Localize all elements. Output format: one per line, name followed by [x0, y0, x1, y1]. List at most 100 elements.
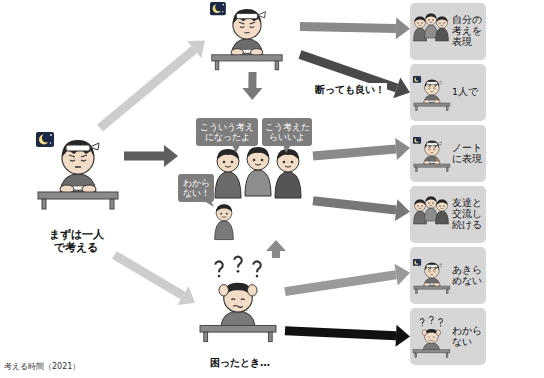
- moon: [414, 138, 419, 143]
- desk: [200, 325, 276, 332]
- mouth: [430, 205, 433, 207]
- question-mark: [439, 319, 443, 324]
- headband-knot: [90, 143, 99, 150]
- moon: [414, 260, 419, 265]
- body: [245, 170, 271, 196]
- flow-arrow: [100, 41, 205, 129]
- arrow-head: [395, 264, 410, 286]
- desk-leg: [446, 353, 448, 358]
- child-art: [215, 204, 234, 239]
- result-box: 自分の考えを表現: [410, 3, 486, 60]
- hair: [437, 200, 448, 206]
- moon-shade: [416, 77, 420, 81]
- box-text: 友達と交流し続ける: [452, 198, 483, 231]
- headband-knot: [437, 142, 441, 145]
- eye: [261, 159, 264, 162]
- speech-bubble: こういう考えになったよ: [196, 118, 258, 146]
- hair: [277, 149, 299, 160]
- eye: [291, 161, 294, 164]
- star: [419, 141, 421, 143]
- star: [419, 76, 421, 78]
- question-dot: [440, 325, 441, 326]
- body: [436, 211, 449, 224]
- hair: [216, 204, 232, 212]
- eye: [432, 19, 433, 20]
- headband: [427, 82, 438, 85]
- head: [425, 142, 439, 156]
- body: [424, 95, 440, 103]
- hair: [425, 263, 439, 271]
- body: [436, 28, 449, 41]
- eye: [283, 161, 286, 164]
- head: [437, 200, 448, 211]
- box-text: わからない: [452, 326, 483, 348]
- flow-arrow: [114, 255, 195, 305]
- eye: [253, 159, 256, 162]
- question-dot: [256, 275, 259, 278]
- headband: [427, 143, 438, 146]
- head: [425, 81, 439, 95]
- question-mark: [430, 316, 434, 321]
- hair: [233, 9, 261, 24]
- desk-leg: [215, 61, 219, 70]
- face: [428, 86, 436, 91]
- moon-shade: [42, 133, 51, 142]
- head: [437, 17, 448, 28]
- figure-label: 困ったとき…: [200, 357, 280, 369]
- head: [277, 150, 299, 172]
- arrow-shaft: [124, 151, 164, 160]
- question-dot: [422, 325, 423, 326]
- desk-leg: [446, 289, 448, 294]
- head: [415, 200, 426, 211]
- head: [233, 11, 261, 39]
- star: [419, 80, 421, 82]
- flow-arrow: [313, 199, 410, 221]
- star: [419, 263, 421, 265]
- eye: [231, 161, 234, 164]
- desk-leg: [110, 199, 114, 209]
- result-box: ノートに表現: [410, 125, 486, 182]
- arrow-shaft: [313, 201, 396, 210]
- face: [428, 337, 434, 341]
- confused-art: [413, 316, 450, 357]
- arrow-head: [242, 88, 262, 100]
- hair: [415, 200, 426, 206]
- thinker-art: [413, 137, 450, 172]
- eye: [432, 202, 433, 203]
- body: [424, 156, 440, 164]
- question-dot: [218, 275, 221, 278]
- confused-art: [200, 257, 276, 342]
- head: [62, 142, 94, 174]
- face: [69, 155, 87, 167]
- hair: [415, 17, 426, 23]
- hair: [426, 14, 437, 20]
- result-box: 友達と交流し続ける: [410, 186, 486, 243]
- desk-leg: [42, 199, 46, 209]
- desk-leg: [204, 332, 208, 342]
- box-text: 自分の考えを表現: [452, 15, 483, 48]
- eye: [421, 205, 422, 206]
- body: [275, 172, 301, 198]
- flow-arrow: [313, 138, 410, 160]
- face: [239, 22, 255, 33]
- speech-bubble: こう考えたらいいよ: [262, 118, 312, 146]
- head: [217, 150, 239, 172]
- bubble-text: わからない！: [180, 178, 212, 198]
- child-art: [275, 149, 301, 198]
- mouth: [222, 216, 226, 218]
- eye: [439, 22, 440, 23]
- desk: [413, 350, 450, 353]
- hand: [219, 285, 229, 296]
- moon-badge: [413, 259, 421, 266]
- face: [231, 299, 244, 308]
- bubble-text: こう考えたらいいよ: [264, 122, 310, 142]
- arrow-head: [266, 240, 286, 251]
- child-art: [245, 147, 271, 196]
- mouth: [441, 208, 444, 210]
- box-text: あきらめない: [452, 265, 483, 287]
- flow-arrow: [300, 17, 410, 39]
- moon: [414, 77, 419, 82]
- arrow-head: [164, 145, 178, 167]
- bubble-tail: [232, 145, 240, 153]
